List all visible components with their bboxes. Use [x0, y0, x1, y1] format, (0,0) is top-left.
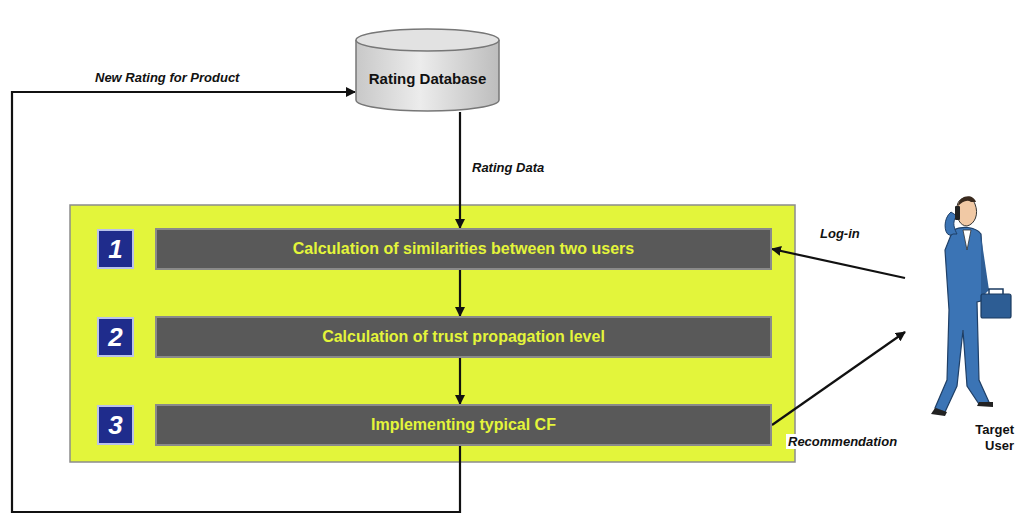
step-badge: 2: [97, 317, 134, 357]
businessman-figure: [905, 190, 1018, 420]
process-box: Implementing typical CF: [155, 404, 772, 446]
connector-arrow: [772, 249, 905, 278]
database-cylinder: Rating Database: [355, 28, 500, 112]
user-caption: Target User: [944, 422, 1014, 453]
process-label: Calculation of trust propagation level: [312, 328, 615, 346]
step-badge: 3: [97, 405, 134, 445]
step-badge: 1: [97, 229, 134, 269]
edge-label: Log-in: [818, 226, 862, 241]
process-label: Calculation of similarities between two …: [283, 240, 644, 258]
process-box: Calculation of similarities between two …: [155, 228, 772, 270]
database-title: Rating Database: [369, 70, 487, 87]
connector-arrow: [12, 92, 460, 512]
process-box: Calculation of trust propagation level: [155, 316, 772, 358]
callout-number: 3: [108, 410, 122, 441]
callout-number: 2: [108, 322, 122, 353]
edge-label: New Rating for Product: [93, 70, 241, 85]
connector-arrow: [459, 112, 461, 228]
callout-number: 1: [108, 234, 122, 265]
edge-label: Rating Data: [470, 160, 546, 175]
edge-label: Recommendation: [786, 434, 899, 449]
connector-arrow: [459, 270, 461, 316]
connector-arrow: [772, 332, 905, 425]
target-user: Target User: [905, 190, 1018, 460]
connector-arrow: [459, 358, 461, 404]
process-label: Implementing typical CF: [361, 416, 566, 434]
